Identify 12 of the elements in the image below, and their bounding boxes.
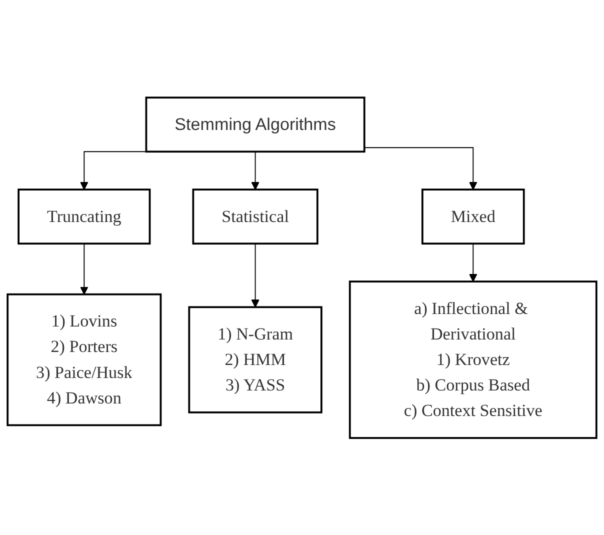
node-box: Statistical bbox=[192, 188, 318, 244]
node-box: a) Inflectional & Derivational 1) Krovetz b) Corpus Based c) Context Sensitive bbox=[348, 280, 598, 439]
node-box: 1) Lovins 2) Porters 3) Paice/Husk 4) Dawson bbox=[6, 293, 162, 426]
node-box: Truncating bbox=[18, 188, 151, 244]
node-box: 1) N-Gram 2) HMM 3) YASS bbox=[188, 306, 322, 414]
arrow bbox=[80, 242, 88, 294]
arrow bbox=[364, 146, 478, 190]
arrow bbox=[251, 150, 260, 190]
arrow bbox=[251, 242, 260, 308]
arrow bbox=[468, 242, 478, 282]
node-box: Stemming Algorithms bbox=[145, 96, 366, 152]
node-box: Mixed bbox=[421, 188, 525, 244]
